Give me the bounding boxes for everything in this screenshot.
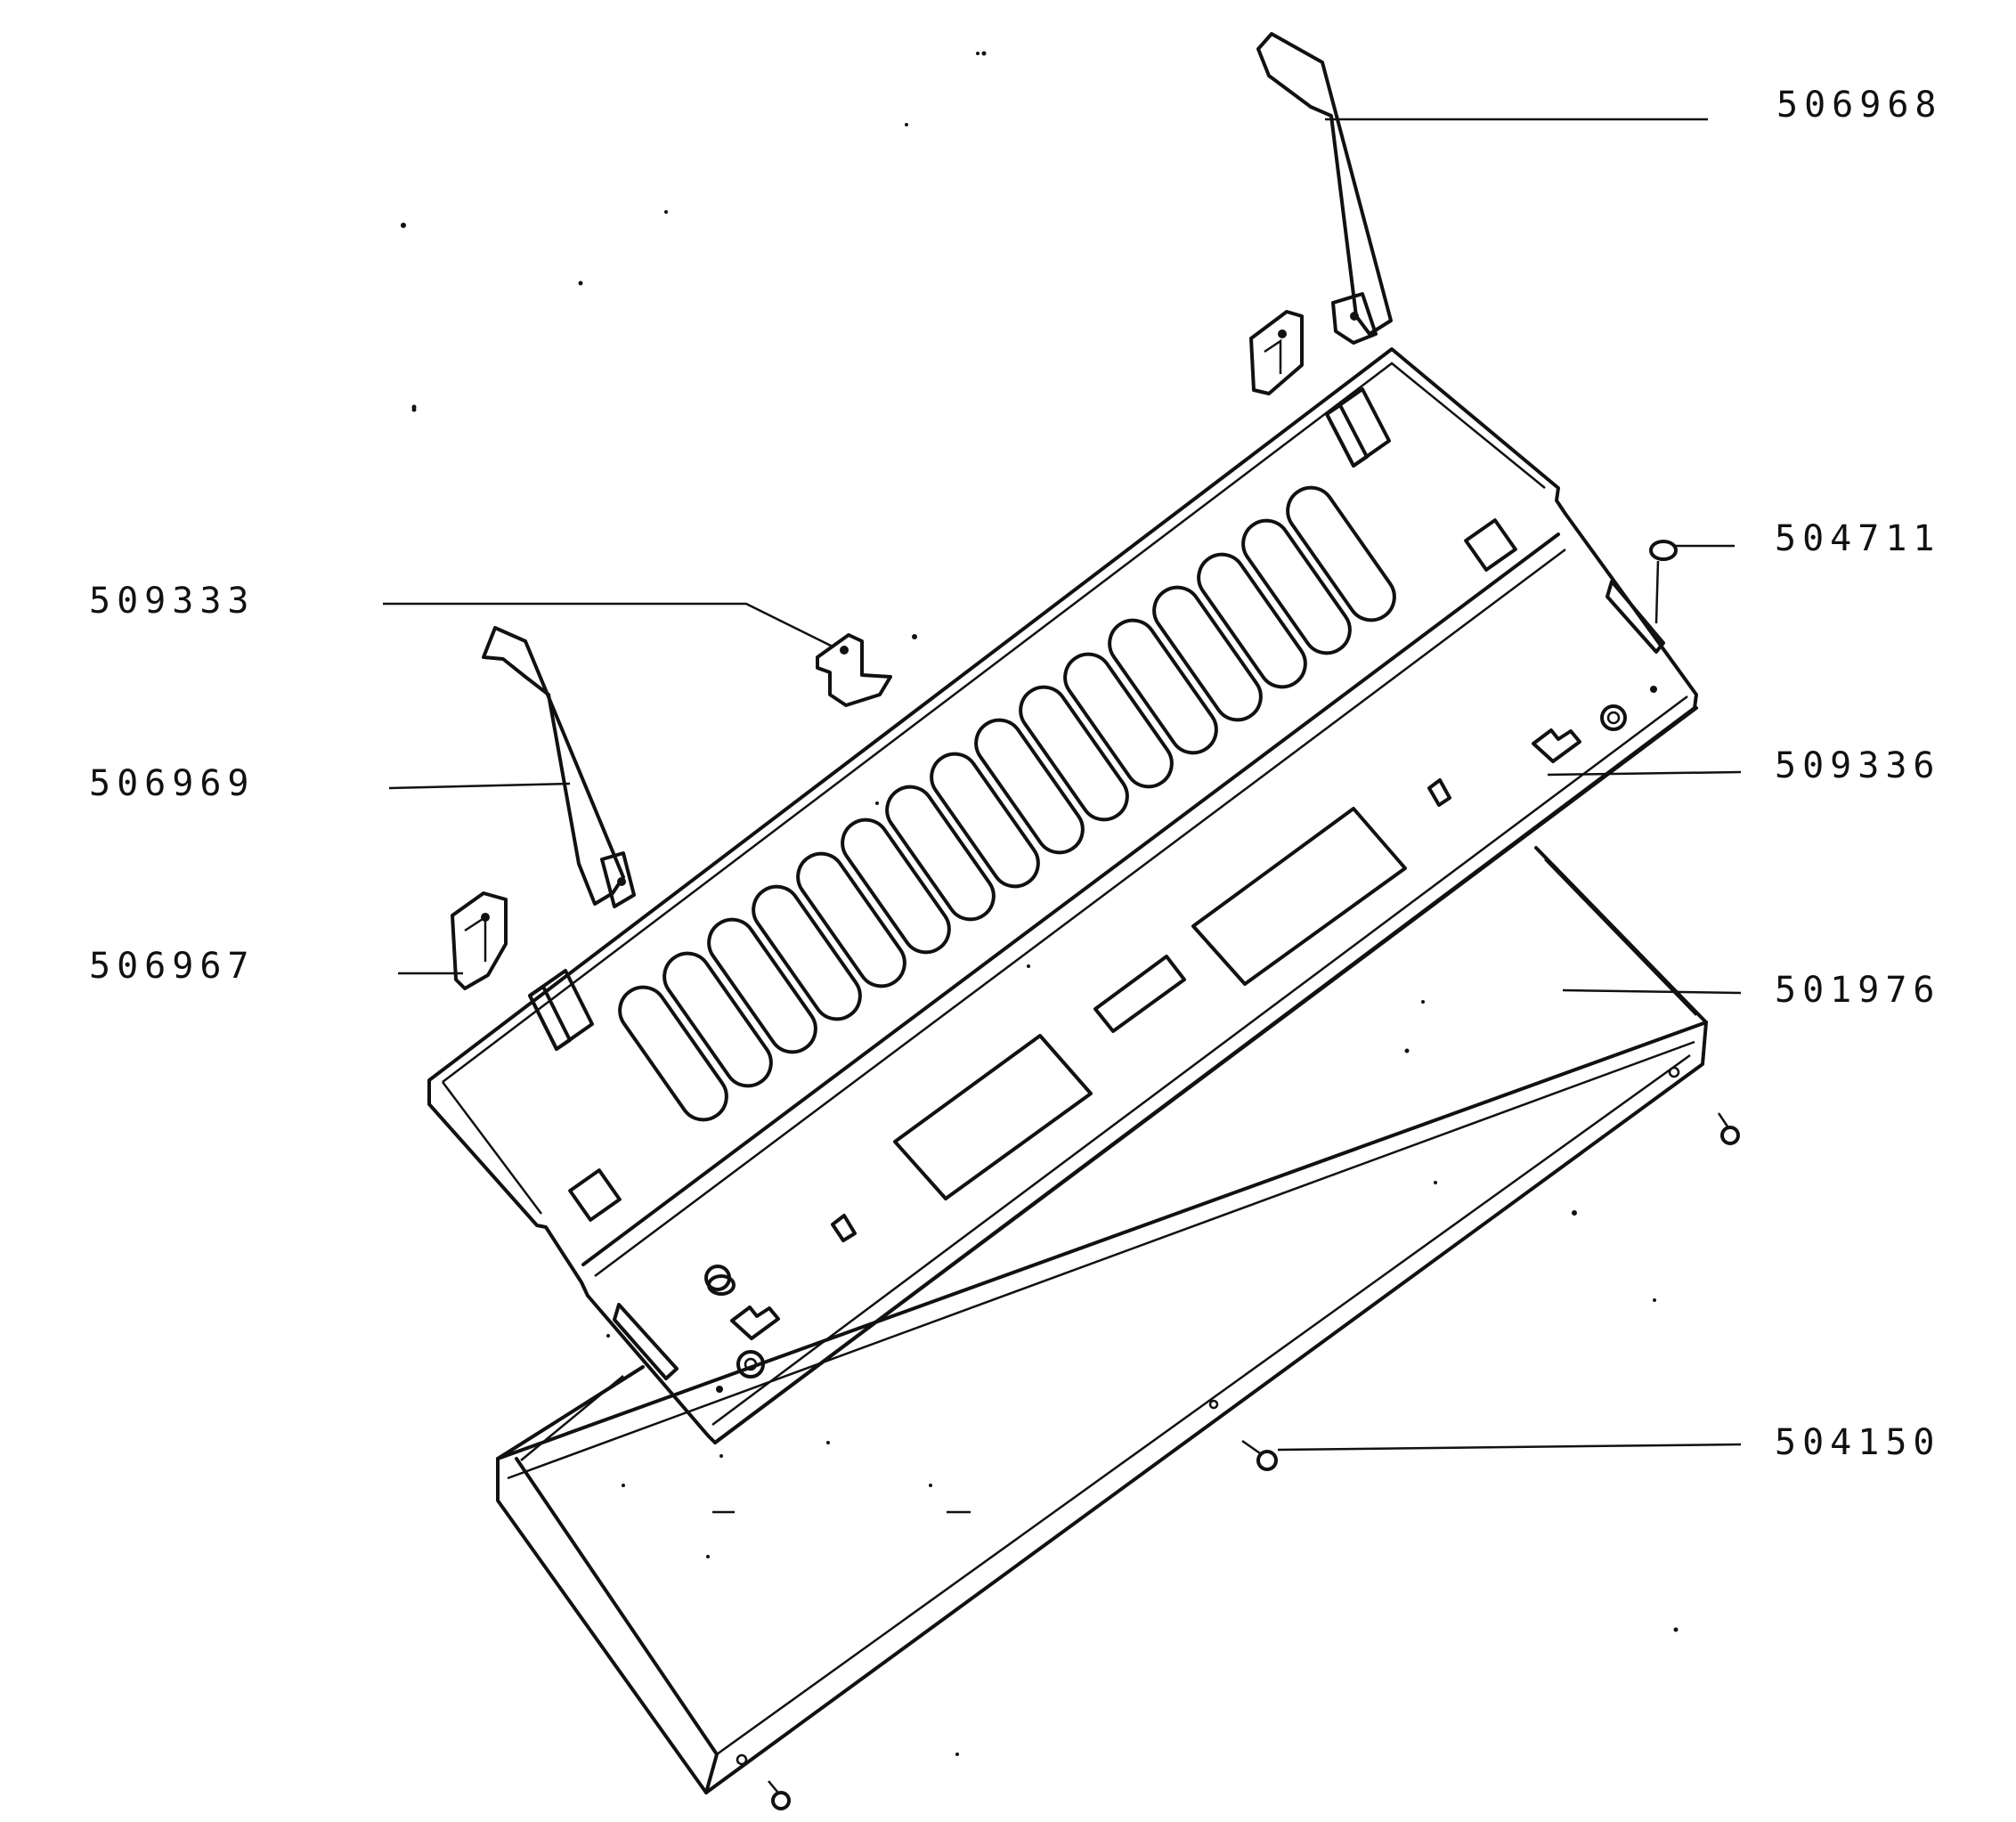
- callout-506969: 506969: [89, 763, 256, 804]
- callout-509333: 509333: [89, 581, 256, 622]
- fasteners: [707, 540, 1740, 1810]
- bottom-tray-part: [496, 846, 1708, 1794]
- screw-icon: [1717, 1112, 1740, 1145]
- callout-506968: 506968: [1776, 85, 1943, 126]
- callout-506967: 506967: [89, 946, 256, 987]
- bracket-506969-part: [482, 626, 636, 908]
- scan-speckles: [401, 51, 1679, 1756]
- panel-hinge-clips: [528, 387, 1391, 1051]
- clip-509333-part: [816, 633, 892, 707]
- bracket-506968-part: [1256, 32, 1393, 345]
- leader-lines: [383, 118, 1742, 1452]
- callout-504150: 504150: [1775, 1422, 1941, 1463]
- callout-504711: 504711: [1775, 518, 1941, 559]
- vent-slots: [618, 485, 1396, 1122]
- screw-icon: [768, 1780, 791, 1810]
- callout-509336: 509336: [1775, 745, 1941, 786]
- upper-clip-part: [1249, 310, 1304, 395]
- screw-icon: [1241, 1439, 1278, 1471]
- clip-506967-part: [451, 891, 508, 990]
- callout-501976: 501976: [1775, 970, 1941, 1011]
- main-panel-part: [427, 347, 1698, 1444]
